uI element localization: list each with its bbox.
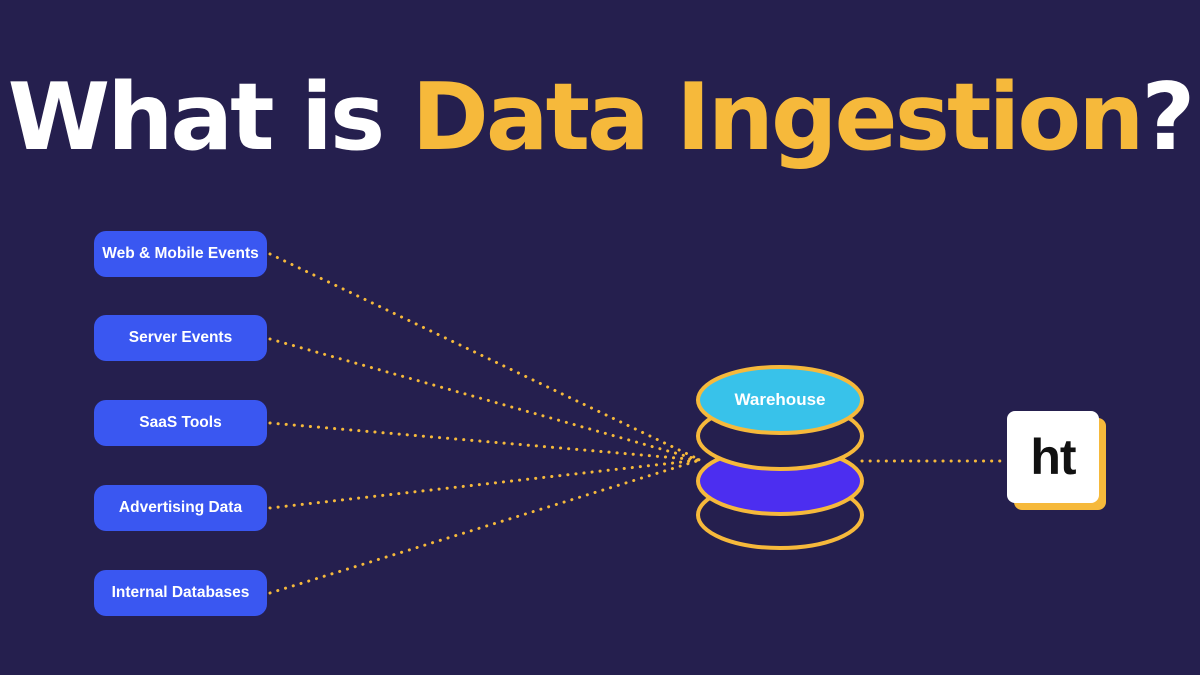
page-title: What is Data Ingestion? (0, 62, 1200, 172)
connector-server-events (268, 337, 702, 462)
connector-internal-databases (268, 458, 702, 595)
destination-logo: ht (1007, 411, 1099, 503)
connector-advertising-data (268, 458, 702, 510)
warehouse-label: Warehouse (734, 390, 826, 409)
source-web-mobile-events: Web & Mobile Events (94, 231, 267, 277)
title-suffix: ? (1141, 63, 1195, 171)
source-advertising-data: Advertising Data (94, 485, 267, 531)
warehouse-stack (696, 365, 864, 550)
source-saas-tools: SaaS Tools (94, 400, 267, 446)
connector-web-mobile-events (268, 252, 702, 462)
connector-saas-tools (268, 421, 702, 462)
source-server-events: Server Events (94, 315, 267, 361)
source-internal-databases: Internal Databases (94, 570, 267, 616)
title-highlight: Data Ingestion (411, 63, 1145, 171)
title-prefix: What is (7, 63, 412, 171)
warehouse-layer-top (696, 365, 864, 435)
